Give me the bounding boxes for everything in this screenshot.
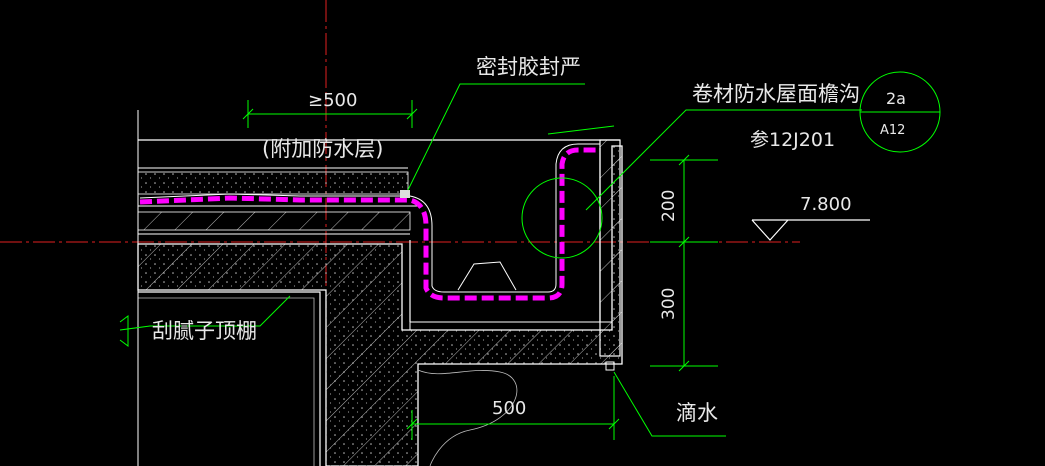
gutter-outlet-bump <box>457 261 517 291</box>
gutter-leader <box>585 109 862 211</box>
ceiling-outline <box>138 291 321 466</box>
additional-layer-label: (附加防水层) <box>262 137 383 161</box>
screed-layer <box>137 211 411 231</box>
elevation-value: 7.800 <box>800 194 852 215</box>
gutter-title-label: 卷材防水屋面檐沟 <box>692 82 860 106</box>
break-mark <box>119 315 129 347</box>
dim-500-bottom-tick-left <box>406 418 418 430</box>
dim-height-lower: 300 <box>659 288 679 320</box>
dim-vertical-tick-top <box>678 154 690 166</box>
sealant-blob <box>400 190 410 198</box>
ceiling-label: 刮腻子顶棚 <box>152 319 257 343</box>
detail-ref-number: 2a <box>886 89 906 108</box>
gutter-upstand <box>599 139 621 357</box>
gutter-bottom-screed <box>409 321 613 331</box>
concrete-dots <box>138 146 622 466</box>
gutter-cavity-outline <box>409 148 601 322</box>
elevation-symbol <box>751 219 870 241</box>
detail-ref-sheet: A12 <box>880 123 905 138</box>
sealant-label: 密封胶封严 <box>476 55 581 79</box>
drip-groove <box>605 361 615 371</box>
gutter-detail-circle <box>521 177 603 259</box>
dim-500-top-tick-right <box>406 108 418 120</box>
drip-label: 滴水 <box>676 401 718 425</box>
ceiling-leader <box>119 295 291 331</box>
dim-height-upper: 200 <box>659 190 679 222</box>
waterproof-membrane-outline <box>139 143 600 293</box>
dim-500-top-tick-left <box>242 108 254 120</box>
dim-vertical-tick-mid <box>678 236 690 248</box>
soffit-curve <box>417 369 518 466</box>
dim-vertical-tick-bot <box>678 360 690 372</box>
dim-bottom-width: 500 <box>492 398 526 419</box>
dim-min-width-label: ≥500 <box>308 90 357 111</box>
gutter-top-leader-arrow <box>547 125 615 135</box>
gutter-ref-label: 参12J201 <box>750 129 835 151</box>
sealant-leader <box>407 83 585 191</box>
insulation-layer <box>137 171 409 195</box>
waterproof-membrane <box>139 147 600 301</box>
ceiling-finish <box>138 297 315 466</box>
drip-leader <box>613 371 726 437</box>
dim-500-bottom-tick-right <box>608 418 620 430</box>
